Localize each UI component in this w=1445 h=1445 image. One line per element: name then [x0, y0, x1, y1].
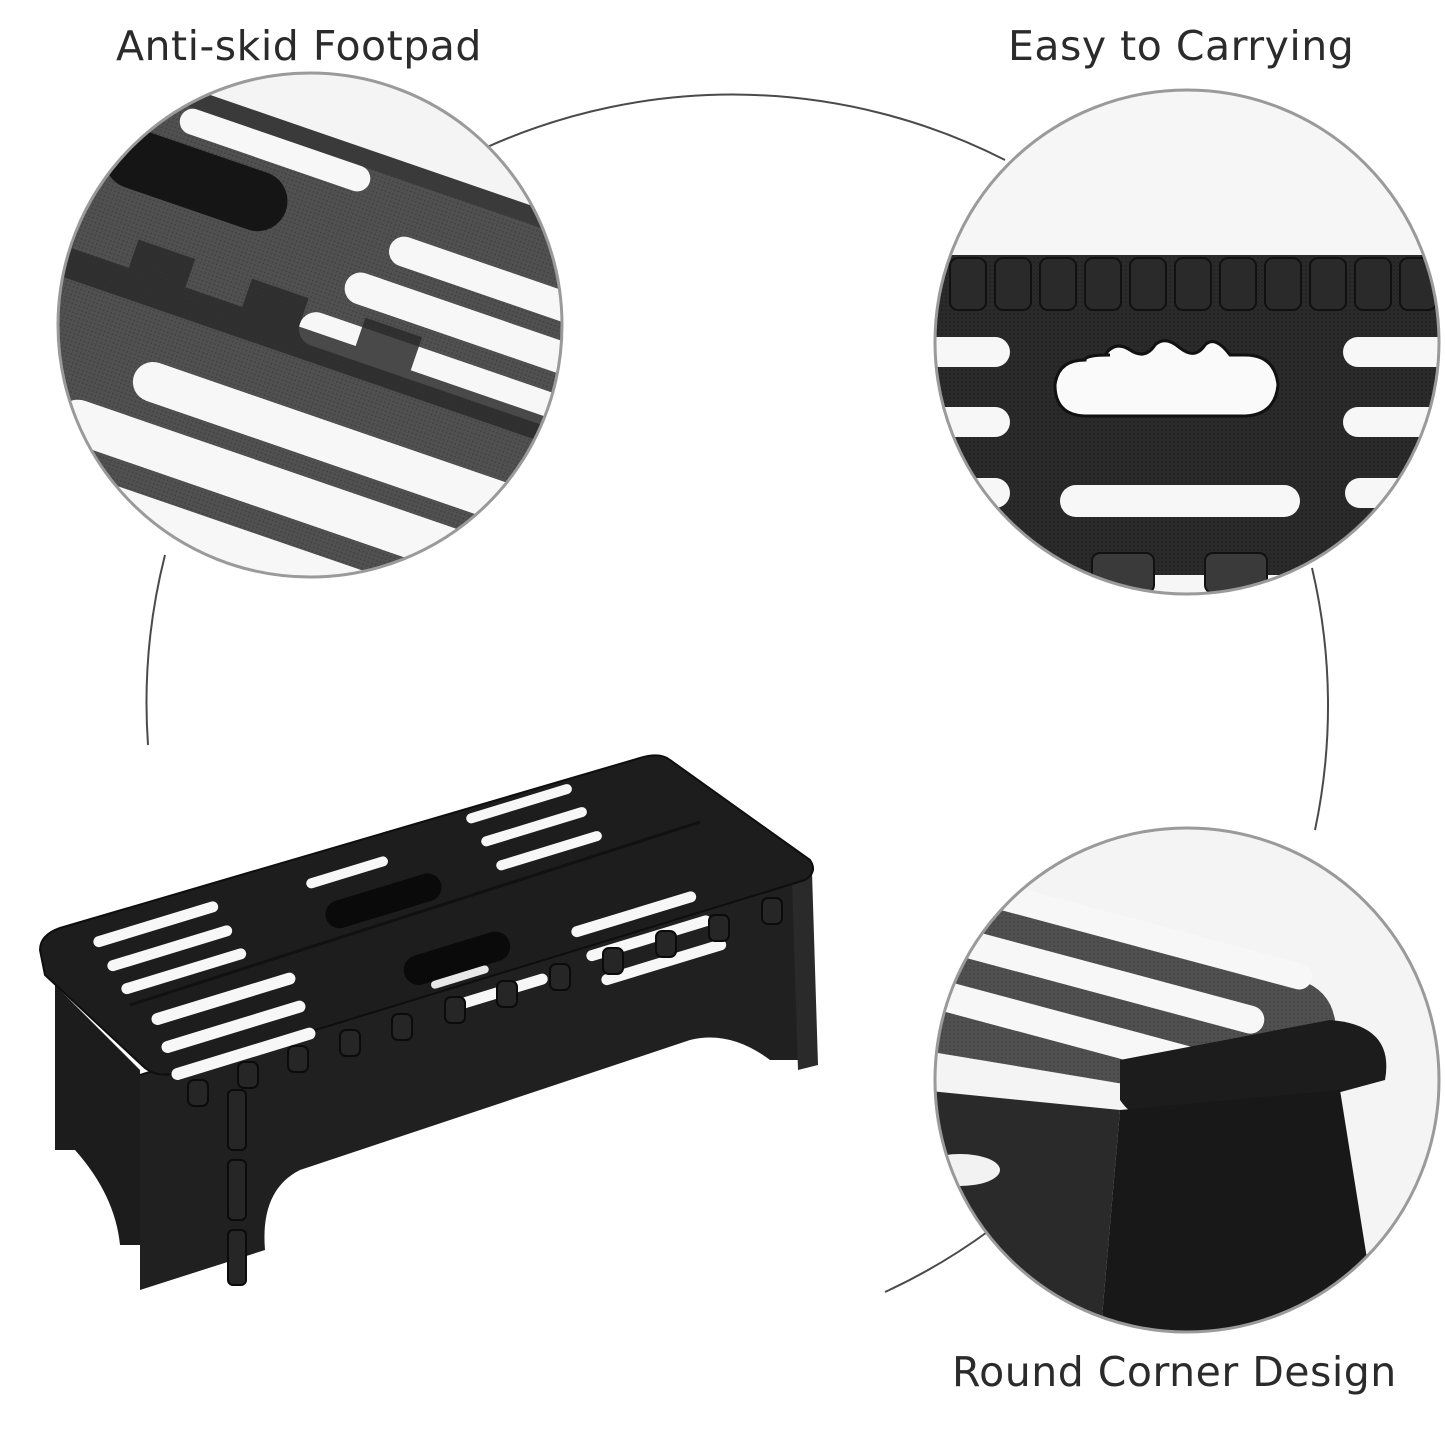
feature-label-anti-skid: Anti-skid Footpad	[116, 22, 482, 70]
feature-label-carrying: Easy to Carrying	[1008, 22, 1355, 70]
callout-anti-skid-footpad	[56, 71, 564, 579]
callout-round-corner	[933, 826, 1441, 1334]
connector-arc	[145, 93, 1330, 1293]
feature-label-round-corner: Round Corner Design	[952, 1348, 1397, 1396]
callout-carrying-handle	[933, 88, 1441, 596]
step-stool-photo	[38, 754, 818, 1290]
